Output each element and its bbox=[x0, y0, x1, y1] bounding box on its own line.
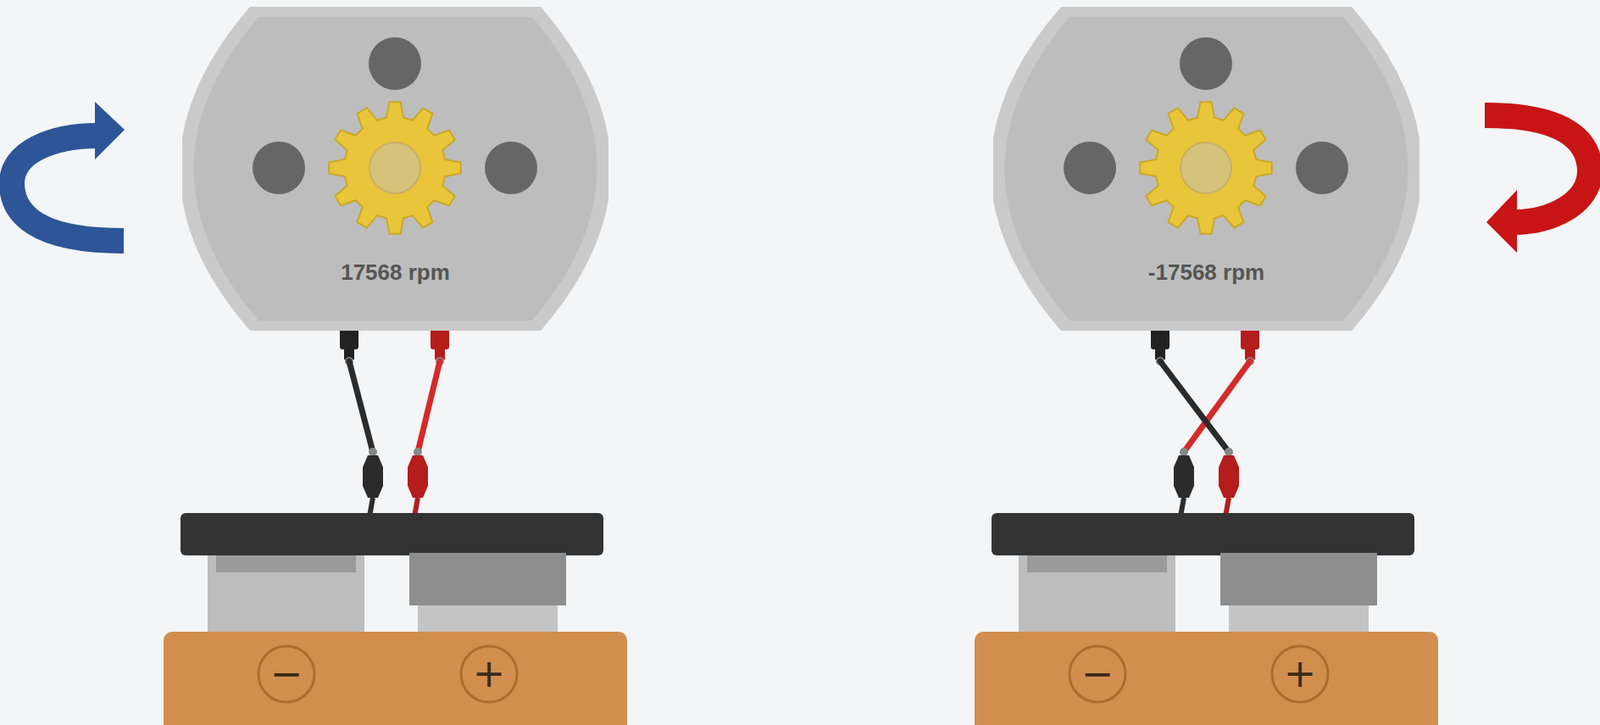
gear bbox=[1139, 101, 1272, 234]
wire-line bbox=[349, 361, 373, 452]
positive-post bbox=[1220, 552, 1378, 606]
wire-line bbox=[417, 361, 440, 452]
negative-post-band bbox=[216, 555, 356, 573]
negative-post bbox=[1018, 555, 1176, 634]
dc-motor: -17568 rpm bbox=[993, 6, 1420, 331]
mount-hole bbox=[1295, 141, 1349, 195]
wire bbox=[407, 327, 450, 517]
speed-readout: 17568 rpm bbox=[182, 259, 609, 286]
gear bbox=[328, 101, 461, 234]
battery-body bbox=[974, 631, 1439, 725]
mount-hole bbox=[1179, 37, 1233, 90]
clockwise-arrow bbox=[1484, 115, 1590, 253]
clip-plug bbox=[1173, 455, 1195, 498]
battery: −+ bbox=[163, 512, 628, 725]
negative-post bbox=[207, 555, 365, 634]
shaft bbox=[1180, 142, 1232, 194]
shaft bbox=[369, 142, 421, 194]
polarity-sign: − bbox=[252, 645, 321, 700]
wire-end bbox=[368, 447, 378, 456]
mount-hole bbox=[484, 141, 538, 195]
positive-post bbox=[409, 552, 567, 606]
battery-clip bbox=[991, 512, 1415, 556]
bat-shape bbox=[974, 512, 1439, 725]
wire-end bbox=[1224, 447, 1234, 456]
bat-shape bbox=[163, 512, 628, 725]
motor-housing bbox=[993, 6, 1420, 331]
polarity-sign: − bbox=[1063, 645, 1132, 700]
polarity-sign: + bbox=[1266, 645, 1334, 700]
battery: −+ bbox=[974, 512, 1439, 725]
positive-post-base bbox=[1228, 605, 1369, 634]
battery-body bbox=[163, 631, 628, 725]
polarity-sign: + bbox=[455, 645, 523, 700]
wire bbox=[339, 327, 384, 517]
wire-line bbox=[1160, 361, 1229, 452]
clip-plug bbox=[407, 455, 428, 498]
motor-housing bbox=[182, 6, 609, 331]
wire-end bbox=[1179, 447, 1189, 456]
clip-plug bbox=[1218, 455, 1239, 498]
mount-hole bbox=[1063, 141, 1117, 195]
clip-plug bbox=[362, 455, 384, 498]
dc-motor: 17568 rpm bbox=[182, 6, 609, 331]
counterclockwise-arrow bbox=[11, 101, 125, 241]
wire bbox=[1173, 327, 1260, 517]
wire-end bbox=[413, 447, 423, 456]
speed-readout: -17568 rpm bbox=[993, 259, 1420, 286]
positive-post-base bbox=[417, 605, 558, 634]
mount-hole bbox=[252, 141, 306, 195]
negative-post-band bbox=[1027, 555, 1167, 573]
wire bbox=[1150, 327, 1239, 517]
battery-clip bbox=[180, 512, 604, 556]
mount-hole bbox=[368, 37, 422, 90]
